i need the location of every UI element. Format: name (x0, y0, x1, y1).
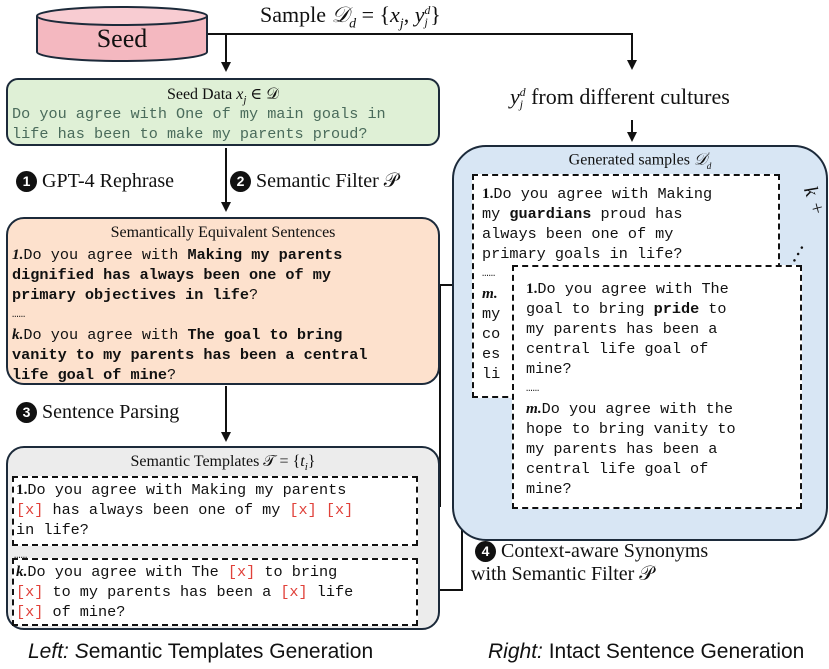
semantic-equivalent-box: Semantically Equivalent Sentences 1.Do y… (6, 217, 440, 385)
semantic-templates-title: Semantic Templates 𝒯 = {ti} (130, 453, 316, 474)
generated-card-front: 1.Do you agree with The goal to bring pr… (512, 265, 802, 509)
seed-label: Seed (96, 24, 148, 53)
generated-samples-title: Generated samples 𝒟′d (568, 151, 712, 171)
step-number-badge: 2 (230, 171, 251, 192)
step-number-badge: 4 (475, 541, 496, 562)
template-k: k.Do you agree with The [x] to bring [x]… (12, 558, 418, 626)
semantic-templates-box: Semantic Templates 𝒯 = {ti} 1.Do you agr… (6, 446, 440, 630)
caption-left: Left: Semantic Templates Generation (28, 640, 374, 663)
semantic-equivalent-title: Semantically Equivalent Sentences (110, 224, 336, 241)
step-number-badge: 1 (16, 171, 37, 192)
seed-data-text: Do you agree with One of my main goals i… (12, 105, 386, 143)
seed-data-box: Seed Data xj ∈ 𝒟 Do you agree with One o… (6, 78, 440, 146)
seed-arrow-right (208, 33, 637, 70)
semantic-equivalent-text: 1.Do you agree with Making my parents di… (12, 246, 368, 384)
template-slot: [x] (16, 501, 44, 519)
seed-data-title: Seed Data xj ∈ 𝒟 (166, 86, 280, 107)
seed-database: Seed (36, 6, 208, 62)
template-slot: [x] (289, 501, 317, 519)
template-1: 1.Do you agree with Making my parents [x… (12, 476, 418, 546)
step-number-badge: 3 (16, 402, 37, 423)
template-slot: [x] (325, 501, 354, 519)
database-icon (36, 6, 208, 62)
caption-right: Right: Intact Sentence Generation (488, 640, 805, 663)
